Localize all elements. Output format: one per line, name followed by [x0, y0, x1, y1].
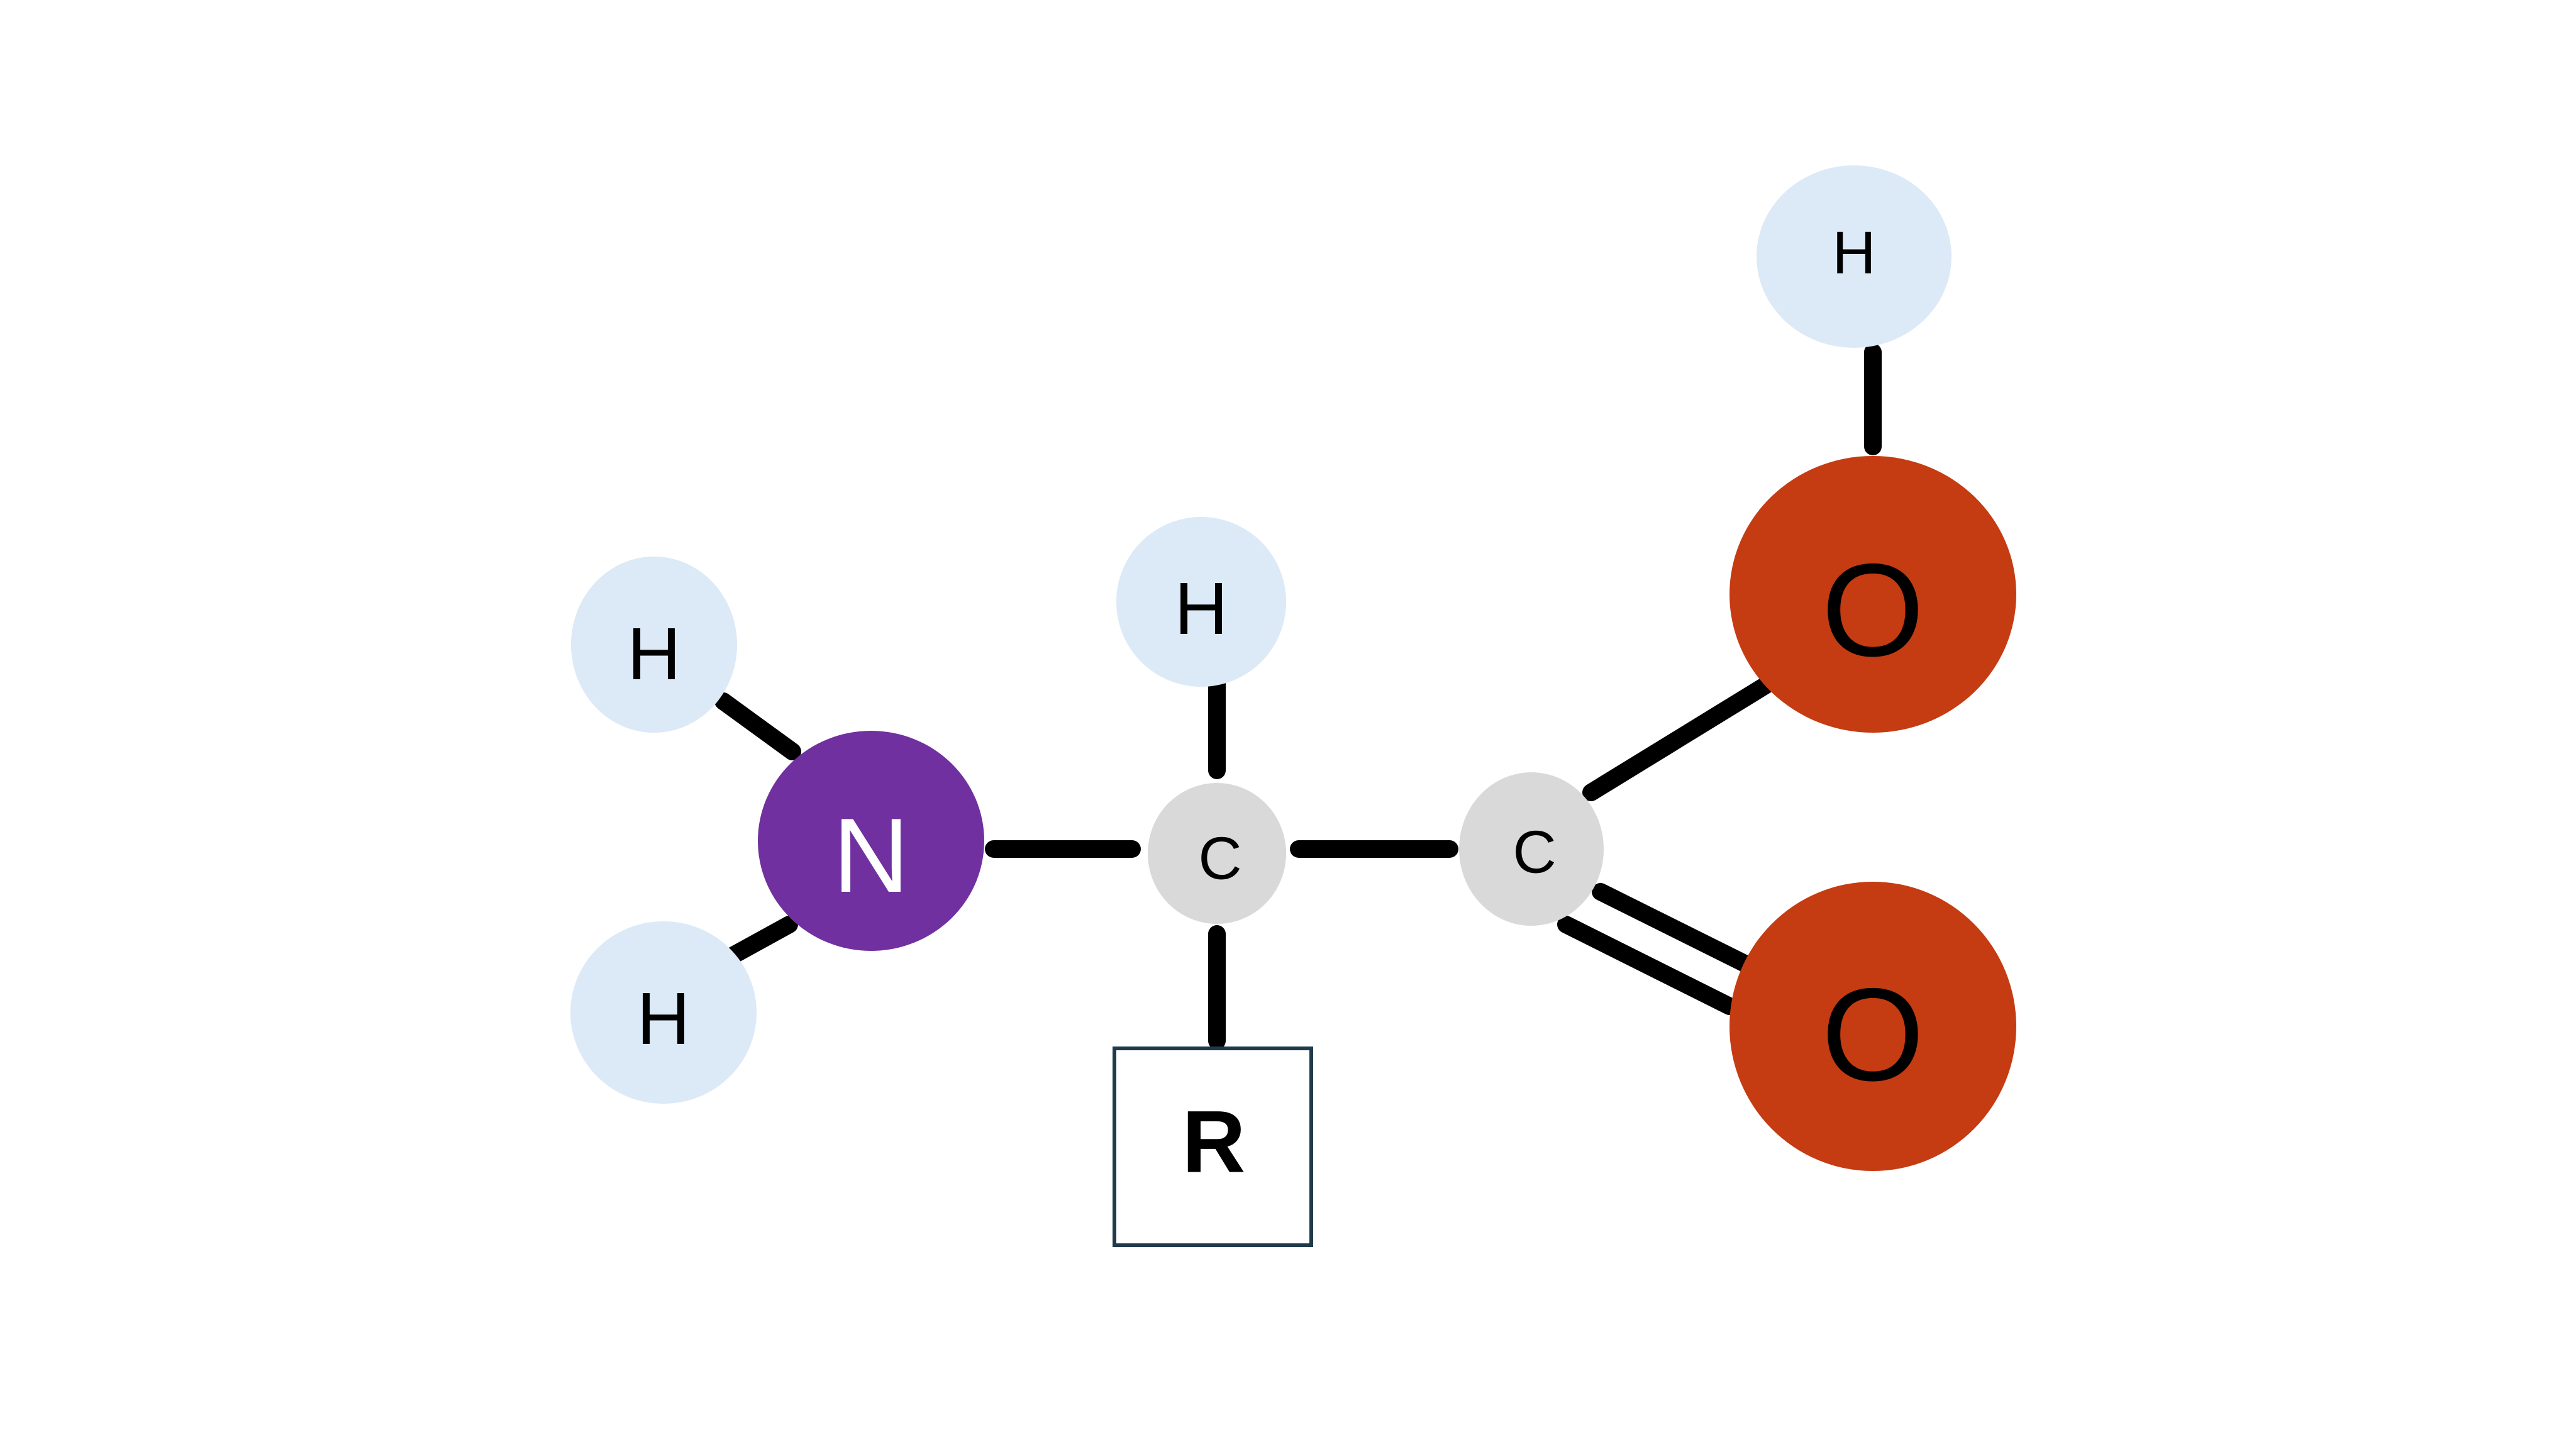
atom-circle — [1729, 456, 2016, 733]
bond-c-carboxyl-o-carbonyl-1 — [1592, 883, 1757, 974]
atom-label: O — [1821, 536, 1924, 684]
hydrogen-atom-n-bottom: H — [570, 921, 757, 1104]
carbon-atom-alpha: C — [1148, 783, 1286, 924]
atom-circle — [1148, 783, 1286, 924]
nitrogen-atom: N — [758, 731, 984, 951]
atom-circle — [1729, 882, 2016, 1171]
oxygen-atom-hydroxyl: O — [1729, 456, 2016, 733]
atom-label: O — [1821, 961, 1924, 1109]
hydrogen-atom-hydroxyl: H — [1757, 165, 1951, 348]
hydrogen-atom-n-top: H — [571, 557, 737, 733]
atoms: H H N H C C H O — [570, 165, 2016, 1171]
bond-n-h-bottom — [718, 916, 798, 968]
oxygen-atom-carbonyl: O — [1729, 882, 2016, 1171]
atom-circle — [1757, 165, 1951, 348]
atom-label: H — [1174, 567, 1228, 650]
atom-label: N — [833, 796, 909, 914]
bond-c-carboxyl-o-hydroxyl — [1582, 674, 1779, 801]
hydrogen-atom-alpha: H — [1116, 517, 1286, 687]
atom-label: H — [636, 977, 690, 1060]
atom-label: C — [1513, 819, 1556, 886]
atom-circle — [1459, 772, 1604, 926]
r-group-box — [1113, 1046, 1313, 1247]
r-group: R — [1113, 1046, 1313, 1247]
atom-label: H — [1832, 219, 1875, 287]
atom-label: C — [1198, 825, 1241, 892]
atom-circle — [1116, 517, 1286, 687]
atom-circle — [758, 731, 984, 951]
bond-n-h-top — [714, 692, 801, 760]
r-group-label: R — [1182, 1092, 1245, 1191]
atom-circle — [571, 557, 737, 733]
bonds — [714, 343, 1882, 1050]
atom-circle — [570, 921, 757, 1104]
bond-c-carboxyl-o-carbonyl-2 — [1557, 916, 1738, 1015]
atom-label: H — [627, 613, 680, 696]
carbon-atom-carboxyl: C — [1459, 772, 1604, 926]
